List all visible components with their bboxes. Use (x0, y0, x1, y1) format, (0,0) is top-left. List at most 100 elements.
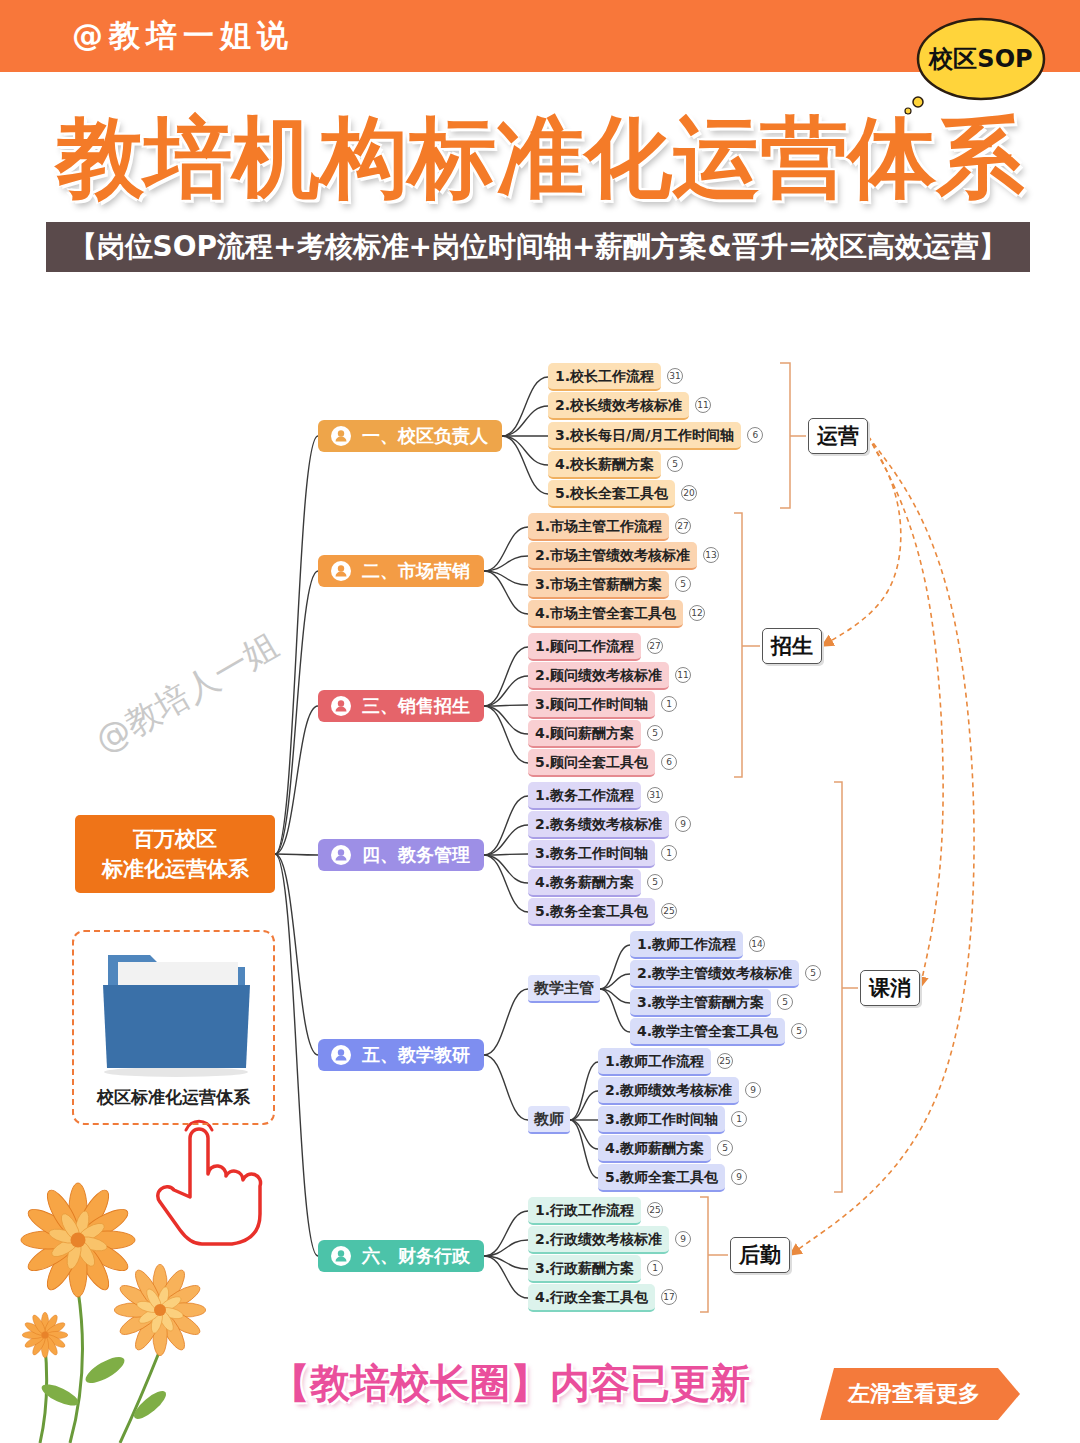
leaf-text: 4.行政全套工具包 (535, 1289, 648, 1305)
category-tag: 课消 (860, 970, 920, 1006)
leaf-box: 3.校长每日/周/月工作时间轴6 (548, 422, 741, 450)
sub-text: 教师 (534, 1110, 564, 1128)
branch-connector (484, 1055, 528, 1120)
subtitle-band: 【岗位SOP流程+考核标准+岗位时间轴+薪酬方案&晋升=校区高效运营】 (46, 222, 1030, 272)
sub-branch-box: 教师 (528, 1106, 570, 1134)
count-number: 31 (647, 787, 663, 803)
leaf-text: 1.教师工作流程 (637, 936, 736, 952)
branch-connector (275, 854, 318, 1256)
branch-pill: 二、市场营销 (318, 555, 484, 587)
branch-connector (275, 854, 318, 1055)
leaf-box: 1.校长工作流程31 (548, 363, 661, 391)
swipe-button: 左滑查看更多 (820, 1368, 1020, 1420)
badge-text: 校区SOP (929, 43, 1032, 75)
leaf-box: 4.行政全套工具包17 (528, 1284, 655, 1312)
chrysanthemum-bud (22, 1312, 68, 1358)
count-number: 25 (661, 903, 677, 919)
leaf-box: 2.教师绩效考核标准9 (598, 1077, 739, 1105)
sub-text: 教学主管 (534, 979, 594, 997)
branch-connector (600, 989, 630, 1032)
leaf-text: 4.教学主管全套工具包 (637, 1023, 778, 1039)
branch-connector (600, 945, 630, 989)
bracket (734, 513, 760, 777)
branch-connector (484, 854, 528, 855)
leaf-box: 1.市场主管工作流程27 (528, 513, 669, 541)
leaf-text: 1.市场主管工作流程 (535, 518, 662, 534)
branch-pill: 四、教务管理 (318, 839, 484, 871)
leaf-box: 2.教学主管绩效考核标准5 (630, 960, 799, 988)
leaf-box: 1.教务工作流程31 (528, 782, 641, 810)
count-number: 9 (745, 1082, 761, 1098)
count-number: 27 (675, 518, 691, 534)
count-number: 5 (717, 1140, 733, 1156)
category-tag: 运营 (808, 418, 868, 454)
leaf-box: 2.教务绩效考核标准9 (528, 811, 669, 839)
leaf-box: 3.行政薪酬方案1 (528, 1255, 641, 1283)
count-number: 5 (805, 965, 821, 981)
count-number: 11 (695, 397, 711, 413)
leaf-box: 3.教师工作时间轴1 (598, 1106, 725, 1134)
branch-connector (502, 436, 548, 494)
count-number: 1 (731, 1111, 747, 1127)
count-number: 27 (647, 638, 663, 654)
pointing-hand (158, 1121, 261, 1244)
root-text: 百万校区 标准化运营体系 (93, 824, 257, 885)
count-number: 31 (667, 368, 683, 384)
dashed-arrow (790, 436, 974, 1255)
leaf-text: 1.校长工作流程 (555, 368, 654, 384)
count-number: 12 (689, 605, 705, 621)
leaf-box: 2.校长绩效考核标准11 (548, 392, 689, 420)
count-number: 6 (747, 427, 763, 443)
leaf-box: 5.教师全套工具包9 (598, 1164, 725, 1192)
branch-connector (484, 1240, 528, 1256)
count-number: 9 (675, 1231, 691, 1247)
folder-icon (103, 955, 250, 1077)
chrysanthemum (114, 1264, 205, 1355)
main-title: 教培机构标准化运营体系 (56, 110, 1024, 207)
leaf-box: 1.教师工作流程25 (598, 1048, 711, 1076)
person-icon (330, 695, 352, 717)
branch-connector (484, 989, 528, 1055)
branch-connector (570, 1062, 598, 1120)
button-text: 左滑查看更多 (848, 1379, 980, 1409)
branch-connector (484, 1256, 528, 1298)
leaf-box: 4.教师薪酬方案5 (598, 1135, 711, 1163)
leaf-box: 2.顾问绩效考核标准11 (528, 662, 669, 690)
leaf-text: 1.教务工作流程 (535, 787, 634, 803)
branch-text: 二、市场营销 (362, 559, 470, 583)
branch-pill: 六、财务行政 (318, 1240, 484, 1272)
leaf-box: 2.市场主管绩效考核标准13 (528, 542, 697, 570)
leaf-text: 3.教师工作时间轴 (605, 1111, 718, 1127)
leaf-box: 3.市场主管薪酬方案5 (528, 571, 669, 599)
count-number: 5 (675, 576, 691, 592)
leaf-text: 4.市场主管全套工具包 (535, 605, 676, 621)
header-text: @教培一姐说 (72, 15, 294, 57)
leaf-text: 3.行政薪酬方案 (535, 1260, 634, 1276)
flower-leaves (39, 1352, 170, 1423)
branch-connector (484, 647, 528, 706)
count-number: 5 (667, 456, 683, 472)
count-number: 5 (777, 994, 793, 1010)
branch-connector (502, 406, 548, 436)
branch-connector (570, 1120, 598, 1149)
leaf-box: 1.行政工作流程25 (528, 1197, 641, 1225)
branch-connector (484, 706, 528, 734)
branch-connector (570, 1120, 598, 1178)
branch-pill: 一、校区负责人 (318, 420, 502, 452)
leaf-text: 2.校长绩效考核标准 (555, 397, 682, 413)
dashed-arrow (822, 436, 901, 646)
leaf-text: 3.顾问工作时间轴 (535, 696, 648, 712)
branch-text: 五、教学教研 (362, 1043, 470, 1067)
cloud-badge: 校区SOP (915, 14, 1047, 104)
dashed-arrow (868, 436, 943, 988)
branch-connector (484, 527, 528, 571)
branch-connector (484, 556, 528, 571)
count-number: 25 (717, 1053, 733, 1069)
branch-connector (484, 825, 528, 855)
leaf-box: 1.顾问工作流程27 (528, 633, 641, 661)
branch-connector (502, 377, 548, 436)
count-number: 5 (647, 874, 663, 890)
branch-connector (502, 436, 548, 465)
leaf-box: 4.教务薪酬方案5 (528, 869, 641, 897)
bracket (700, 1197, 728, 1312)
